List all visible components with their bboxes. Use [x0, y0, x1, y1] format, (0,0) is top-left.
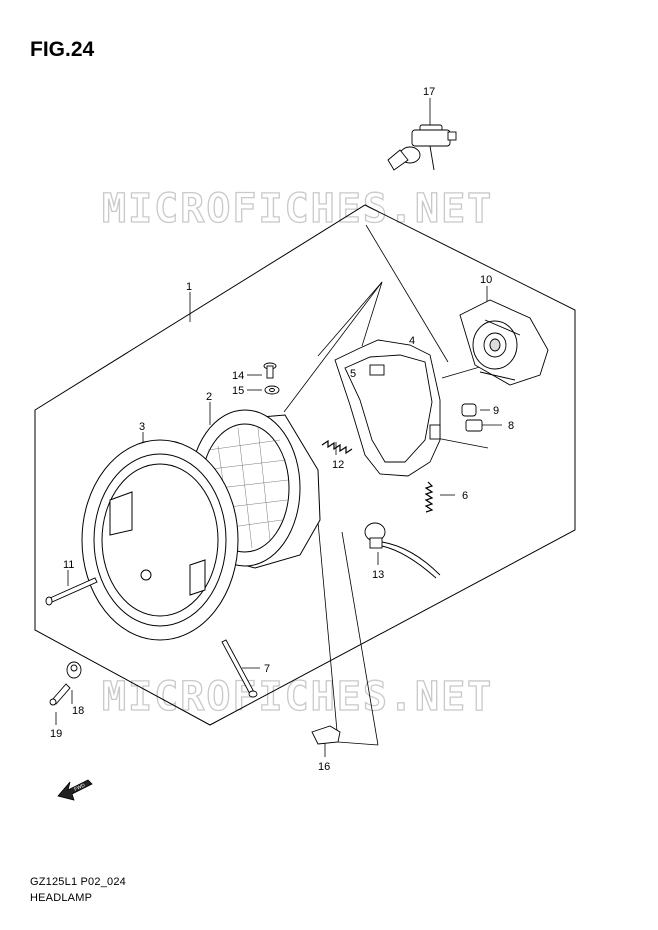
bracket-4[interactable] [334, 339, 441, 477]
callout-11[interactable]: 11 [63, 559, 74, 571]
watermark-top: MICROFICHES.NET [102, 186, 493, 232]
callout-4[interactable]: 4 [409, 335, 415, 347]
spring-6[interactable] [424, 481, 434, 513]
callout-16[interactable]: 16 [318, 761, 330, 773]
bulb-16[interactable] [311, 725, 341, 745]
cushion-8[interactable] [465, 419, 483, 432]
callout-7[interactable]: 7 [264, 663, 270, 675]
screw-14[interactable] [263, 362, 277, 379]
watermark-bottom: MICROFICHES.NET [102, 674, 493, 720]
bolt-19[interactable] [49, 683, 71, 706]
callout-14[interactable]: 14 [232, 370, 244, 382]
headlamp-rim-3[interactable] [81, 439, 239, 641]
bolt-11[interactable] [45, 577, 98, 606]
callout-2[interactable]: 2 [206, 391, 212, 403]
callout-10[interactable]: 10 [480, 274, 492, 286]
callout-9[interactable]: 9 [493, 405, 499, 417]
socket-13[interactable] [364, 522, 441, 579]
callouts: 1 2 3 4 5 6 7 8 9 10 11 12 13 14 15 16 1… [50, 86, 514, 773]
callout-3[interactable]: 3 [139, 421, 145, 433]
spring-12[interactable] [321, 439, 353, 455]
bulb-17[interactable] [387, 124, 457, 171]
callout-6[interactable]: 6 [462, 490, 468, 502]
cushion-9[interactable] [461, 403, 477, 417]
bolt-7[interactable] [221, 639, 258, 698]
socket-cover-10[interactable] [459, 299, 549, 386]
callout-8[interactable]: 8 [508, 420, 514, 432]
section-name: HEADLAMP [30, 892, 93, 904]
callout-1[interactable]: 1 [186, 281, 192, 293]
fwd-label: FWD [73, 782, 86, 792]
nut-18[interactable] [66, 661, 82, 679]
model-code: GZ125L1 P02_024 [30, 876, 126, 888]
callout-5[interactable]: 5 [350, 368, 356, 380]
callout-13[interactable]: 13 [372, 569, 384, 581]
callout-18[interactable]: 18 [72, 705, 84, 717]
callout-19[interactable]: 19 [50, 728, 62, 740]
assembly-outline [34, 204, 576, 726]
callout-15[interactable]: 15 [232, 385, 244, 397]
washer-15[interactable] [264, 385, 280, 395]
callout-17[interactable]: 17 [423, 86, 435, 98]
figure-title: FIG.24 [30, 38, 95, 61]
forward-arrow-icon: FWD [57, 779, 93, 801]
callout-12[interactable]: 12 [332, 459, 344, 471]
